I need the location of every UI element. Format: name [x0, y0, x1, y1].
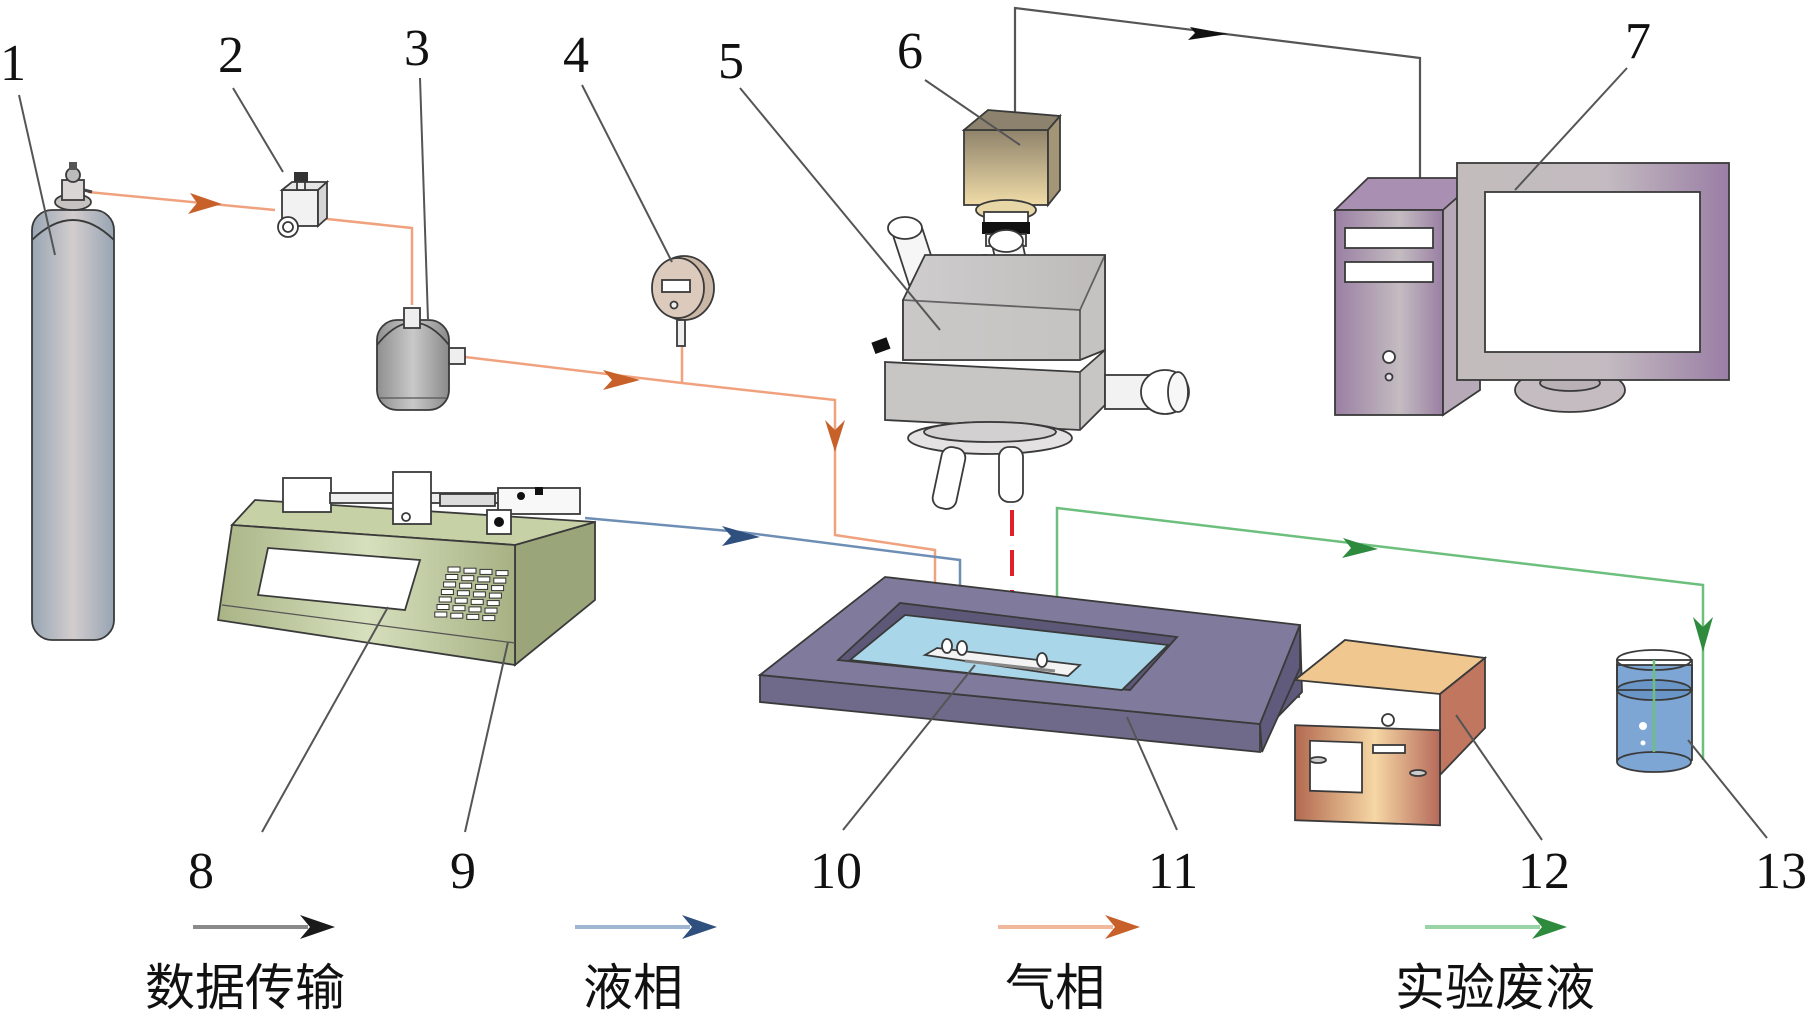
data-transmission-line [1013, 6, 1422, 185]
legend-item-liquid: 液相 [575, 915, 717, 1017]
keypad-key [440, 589, 454, 595]
label-13: 13 [1755, 843, 1807, 900]
legend-label-data: 数据传输 [145, 959, 345, 1017]
keypad-key [482, 615, 496, 622]
label-3: 3 [404, 20, 430, 77]
syringe-pump [216, 471, 596, 667]
keypad-key [479, 568, 493, 575]
microscope [871, 216, 1190, 510]
keypad-key [450, 612, 464, 619]
label-12: 12 [1518, 843, 1570, 900]
legend: 数据传输 液相 气相 实验废液 [145, 915, 1595, 1017]
computer [1332, 162, 1730, 417]
keypad-key [445, 574, 459, 580]
keypad-key [475, 583, 489, 590]
keypad-key [463, 567, 477, 574]
gas-line [87, 190, 937, 648]
label-6: 6 [897, 23, 923, 80]
pressure-regulator [277, 172, 330, 238]
waste-arrowhead-2 [1693, 617, 1713, 652]
label-10: 10 [810, 843, 862, 900]
keypad-key [495, 570, 509, 577]
waste-beaker [1616, 649, 1693, 773]
keypad-key [468, 606, 482, 613]
waste-line [1055, 506, 1713, 760]
label-2: 2 [218, 27, 244, 84]
keypad-key [488, 592, 502, 599]
keypad-key [470, 598, 484, 605]
legend-item-gas: 气相 [998, 915, 1140, 1017]
pump-keypad [434, 566, 509, 622]
keypad-key [447, 566, 461, 573]
label-7: 7 [1625, 13, 1651, 70]
keypad-key [443, 581, 457, 588]
keypad-key [461, 575, 475, 582]
legend-item-data: 数据传输 [145, 915, 345, 1017]
temperature-stage [757, 576, 1303, 753]
pressure-gauge [651, 255, 715, 347]
legend-label-gas: 气相 [1005, 959, 1105, 1017]
keypad-key [477, 576, 491, 583]
keypad-key [456, 590, 470, 597]
gas-cylinder [31, 162, 115, 641]
gas-arrowhead-1 [188, 193, 222, 214]
label-8: 8 [188, 843, 214, 900]
keypad-key [493, 577, 507, 584]
legend-label-waste: 实验废液 [1395, 959, 1595, 1017]
label-11: 11 [1148, 843, 1198, 900]
keypad-key [454, 597, 468, 604]
component-labels: 1 2 3 4 5 6 7 8 9 10 11 12 13 [0, 13, 1807, 900]
keypad-key [452, 605, 466, 612]
data-arrowhead [1188, 27, 1228, 40]
legend-label-liquid: 液相 [583, 959, 683, 1017]
liquid-arrowhead [722, 526, 760, 546]
keypad-key [436, 604, 450, 610]
keypad-key [434, 611, 448, 618]
keypad-key [486, 600, 500, 607]
keypad-key [466, 613, 480, 620]
keypad-key [459, 582, 473, 589]
legend-arrow-liquid [682, 915, 717, 939]
waste-arrowhead-1 [1342, 538, 1378, 558]
legend-arrow-data [300, 915, 335, 939]
legend-item-waste: 实验废液 [1395, 915, 1595, 1017]
keypad-key [484, 607, 498, 614]
label-5: 5 [718, 33, 744, 90]
keypad-key [491, 585, 505, 592]
label-4: 4 [563, 27, 589, 84]
gas-arrowhead-3 [825, 420, 845, 452]
label-9: 9 [450, 843, 476, 900]
gas-arrowhead-2 [603, 370, 640, 390]
buffer-tank [376, 307, 466, 411]
keypad-key [438, 596, 452, 603]
legend-arrow-gas [1105, 915, 1140, 939]
label-1: 1 [0, 35, 26, 92]
microfluidic-chip [922, 638, 1083, 677]
leader-lines [18, 67, 1768, 841]
temperature-controller [1292, 639, 1488, 827]
camera [961, 109, 1062, 247]
keypad-key [472, 591, 486, 598]
legend-arrow-waste [1532, 915, 1567, 939]
